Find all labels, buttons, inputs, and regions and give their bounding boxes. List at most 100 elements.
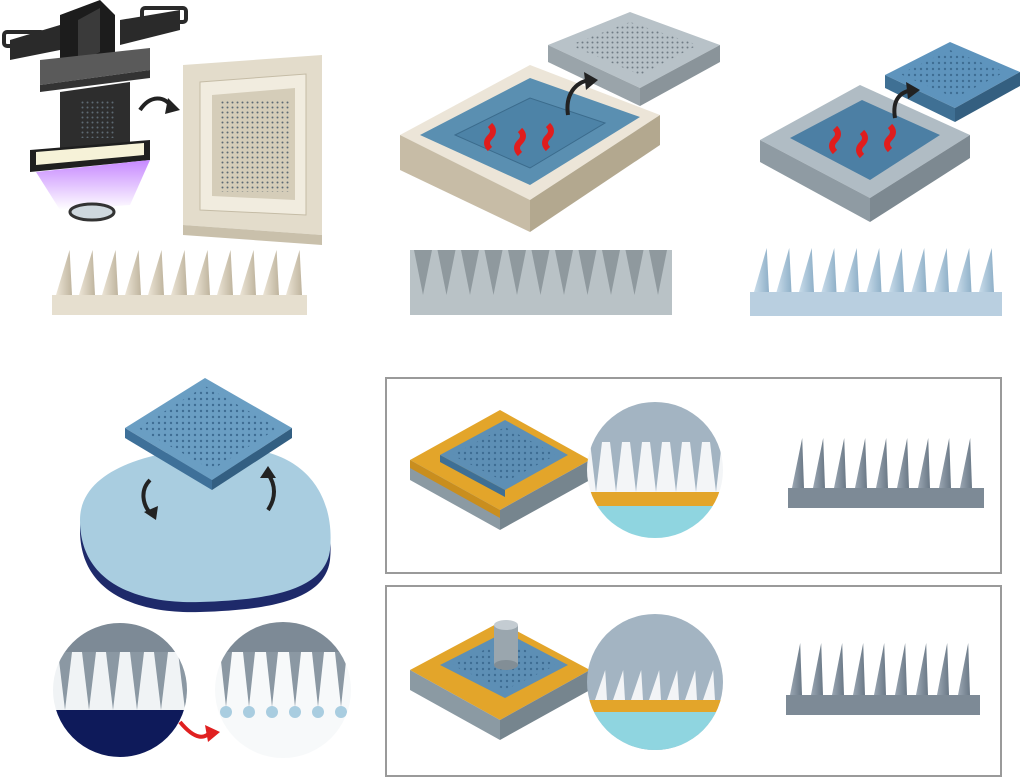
replica-icon — [760, 42, 1020, 222]
released-needle — [335, 652, 347, 707]
replica-needle — [911, 248, 927, 292]
printed-profile — [52, 250, 307, 315]
needle-in-zoom — [130, 652, 144, 710]
replica-needle — [844, 248, 859, 292]
released-needle — [266, 652, 278, 707]
zoom-circle-after — [215, 622, 351, 758]
mold-cavity — [625, 250, 644, 295]
hooked-needle — [895, 643, 907, 695]
needle-zoom-a — [710, 442, 722, 492]
hooked-needle — [958, 643, 970, 695]
printed-mold — [183, 55, 322, 245]
needle-tip-droplet — [243, 706, 255, 718]
mold-cavity — [508, 250, 526, 295]
needle-tip-droplet — [335, 706, 347, 718]
sharp-needle — [876, 438, 888, 488]
hooked-needle — [937, 643, 949, 695]
released-needle — [243, 652, 255, 707]
process-b-panel — [385, 585, 1002, 777]
tip-zoom-b — [613, 670, 625, 700]
microneedle — [217, 250, 233, 295]
microneedle — [148, 250, 164, 295]
replica-needle — [956, 248, 972, 292]
replica-needle — [934, 248, 949, 292]
tip-zoom-b — [631, 670, 643, 700]
replica-needle — [799, 248, 814, 292]
zoom-circle-a — [587, 402, 723, 538]
released-needle — [312, 652, 324, 707]
mold-cavity — [649, 250, 667, 295]
mold-cavity — [578, 250, 597, 295]
wafer-transfer-panel — [51, 378, 351, 759]
released-needle — [289, 652, 301, 707]
replica-needle — [979, 248, 994, 292]
needle-tip-droplet — [289, 706, 301, 718]
needle-zoom-a — [590, 442, 602, 492]
needle-in-zoom — [154, 652, 168, 710]
sharp-needle — [897, 438, 909, 488]
replica-needle — [776, 248, 792, 292]
tip-zoom-b — [595, 670, 607, 700]
hooked-needle — [874, 643, 886, 695]
replica-demolding-panel — [750, 42, 1020, 316]
printing-panel — [2, 0, 322, 315]
needle-zoom-a — [650, 442, 662, 492]
mold-cavity — [531, 250, 550, 295]
replica-needle — [866, 248, 882, 292]
replica-needle — [889, 248, 904, 292]
hooked-needle — [790, 643, 802, 695]
mold-cavity — [437, 250, 456, 295]
needle-in-zoom — [58, 652, 72, 710]
hooked-needle — [832, 643, 844, 695]
process-a-panel — [385, 377, 1002, 574]
needle-in-zoom — [178, 652, 188, 710]
mold-profile — [410, 250, 672, 315]
microneedle — [125, 250, 141, 295]
microneedle — [240, 250, 256, 295]
tip-zoom-b — [649, 670, 661, 700]
microneedle — [56, 250, 72, 295]
replica-needle — [754, 248, 769, 292]
microneedle — [286, 250, 302, 295]
wafer-icon — [80, 378, 331, 613]
replica-profile — [750, 248, 1002, 316]
hooked-needle — [916, 643, 928, 695]
hooked-profile-b — [786, 643, 980, 715]
pdms-mold-casting-panel — [400, 12, 720, 315]
needle-tip-droplet — [312, 706, 324, 718]
tip-zoom-b — [667, 670, 679, 700]
press-icon — [410, 620, 590, 740]
needle-in-zoom — [82, 652, 96, 710]
needle-tip-droplet — [220, 706, 232, 718]
sharp-needle — [855, 438, 867, 488]
replica-needle — [821, 248, 837, 292]
mold-icon — [400, 12, 720, 232]
mold-cavity — [602, 250, 620, 295]
mold-cavity — [461, 250, 479, 295]
sharp-needle — [960, 438, 972, 488]
sharp-needle — [792, 438, 804, 488]
needle-zoom-a — [690, 442, 702, 492]
needle-zoom-a — [610, 442, 622, 492]
mold-cavity — [484, 250, 503, 295]
substrate-icon — [410, 410, 590, 530]
mold-cavity — [414, 250, 432, 295]
sharp-needle — [813, 438, 825, 488]
microneedle — [171, 250, 187, 295]
needle-zoom-a — [670, 442, 682, 492]
microneedle — [102, 250, 118, 295]
mold-cavity — [555, 250, 573, 295]
needle-zoom-a — [630, 442, 642, 492]
sharp-profile-a — [788, 438, 984, 508]
released-needle — [220, 652, 232, 707]
hooked-needle — [811, 643, 823, 695]
microneedle — [263, 250, 279, 295]
hooked-needle — [853, 643, 865, 695]
sharp-needle — [834, 438, 846, 488]
needle-tip-droplet — [266, 706, 278, 718]
microneedle — [79, 250, 95, 295]
microneedle — [194, 250, 210, 295]
tip-zoom-b — [685, 670, 697, 700]
sharp-needle — [939, 438, 951, 488]
